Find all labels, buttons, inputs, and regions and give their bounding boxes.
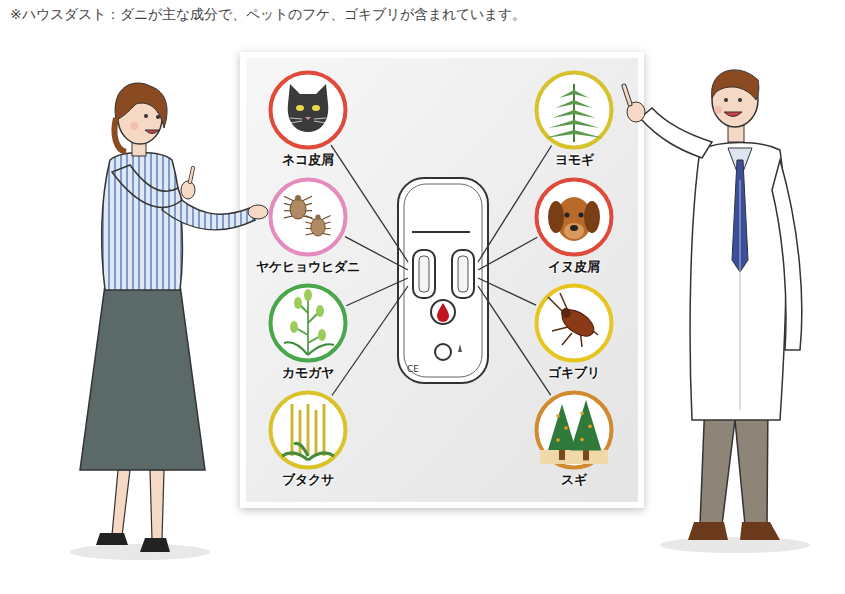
allergen-icon	[288, 84, 329, 132]
board-panel	[243, 55, 641, 505]
allergen-label: ヤケヒョウヒダニ	[256, 258, 360, 276]
test-cassette	[398, 178, 488, 383]
allergen-circle: ゴキブリ	[534, 283, 614, 363]
allergen-icon	[284, 195, 331, 236]
circle-outline	[534, 283, 614, 363]
allergen-icon	[540, 400, 608, 464]
allergen-icon	[545, 84, 603, 142]
circle-outline	[268, 177, 348, 257]
allergen-icon	[548, 293, 598, 347]
allergen-label: ゴキブリ	[548, 364, 600, 382]
allergen-icon	[282, 404, 334, 460]
circle-outline	[534, 177, 614, 257]
woman-figure	[80, 83, 268, 552]
mark-text: CE	[407, 364, 419, 374]
allergen-circle: イヌ皮屑	[534, 177, 614, 257]
allergen-label: ブタクサ	[282, 471, 334, 489]
circle-outline	[534, 390, 614, 470]
leader-line	[346, 278, 408, 306]
circle-outline	[268, 283, 348, 363]
allergen-label: ヨモギ	[555, 151, 594, 169]
allergen-label: カモガヤ	[282, 364, 334, 382]
allergen-circle: スギ	[534, 390, 614, 470]
allergen-circle: ヨモギ	[534, 70, 614, 150]
circle-outline	[534, 70, 614, 150]
leader-line	[478, 278, 536, 305]
allergen-label: イヌ皮屑	[548, 258, 600, 276]
allergen-circle: ネコ皮屑	[268, 70, 348, 150]
man-figure	[624, 70, 802, 540]
allergen-circle: ブタクサ	[268, 390, 348, 470]
leader-line	[332, 286, 408, 396]
allergen-label: ネコ皮屑	[282, 151, 334, 169]
circle-outline	[268, 390, 348, 470]
allergen-circle: ヤケヒョウヒダニ	[268, 177, 348, 257]
allergen-label: スギ	[561, 471, 587, 489]
circle-outline	[268, 70, 348, 150]
allergen-circle: カモガヤ	[268, 283, 348, 363]
note-text: ※ハウスダスト：ダニが主な成分で、ペットのフケ、ゴキブリが含まれています。	[10, 6, 526, 24]
allergen-icon	[548, 197, 600, 241]
leader-line	[478, 237, 537, 270]
allergen-icon	[284, 289, 334, 355]
